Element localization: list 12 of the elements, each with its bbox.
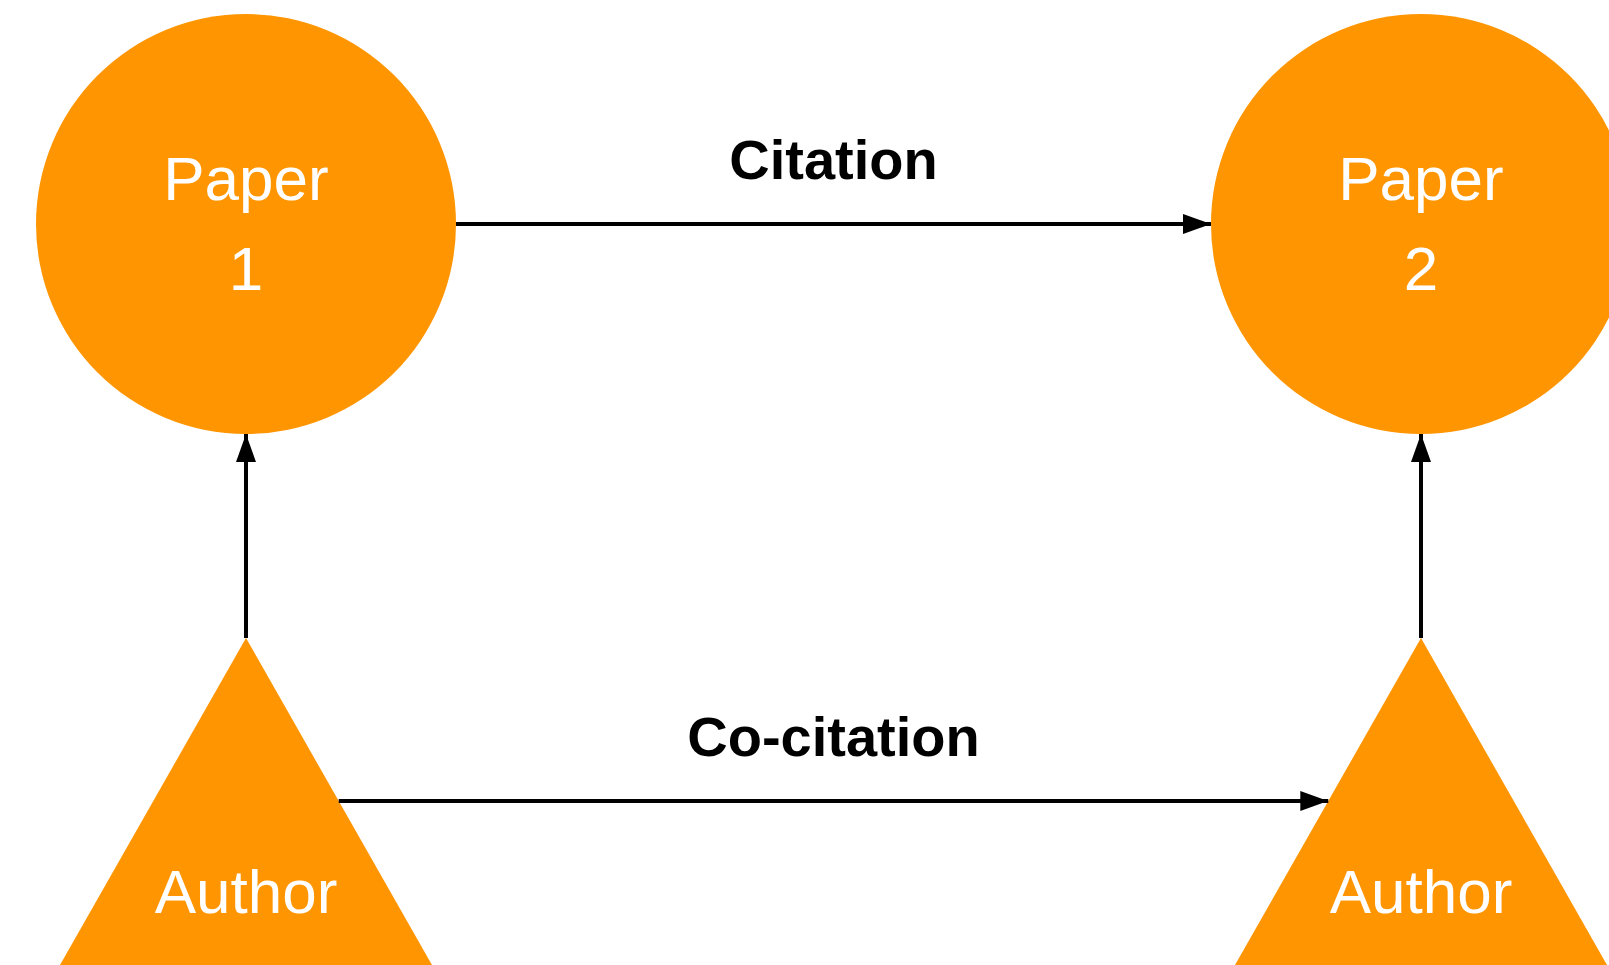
node-label: Author xyxy=(1329,856,1513,928)
node-label: Paper 1 xyxy=(163,143,329,305)
arrow xyxy=(236,434,256,638)
edge-label: Co-citation xyxy=(687,705,980,769)
author-triangle xyxy=(1235,638,1607,965)
node-label: Author xyxy=(154,856,338,928)
author-triangle xyxy=(60,638,432,965)
node-label: Paper 2 xyxy=(1338,143,1504,305)
arrow xyxy=(456,214,1211,234)
edge-label: Citation xyxy=(729,128,938,192)
arrow xyxy=(1411,434,1431,638)
arrow xyxy=(338,791,1329,811)
